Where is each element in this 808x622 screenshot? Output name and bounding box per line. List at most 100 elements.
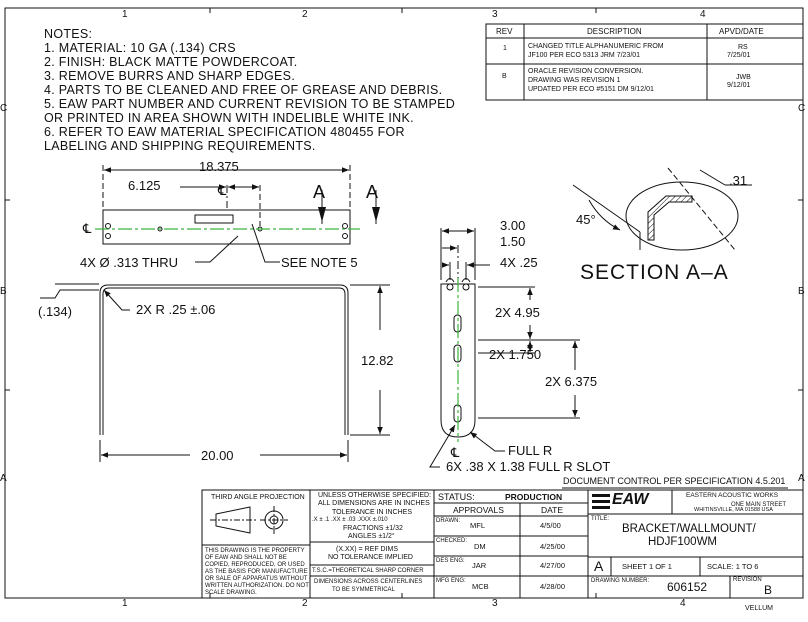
- dim-hole-offset: 6.125: [128, 178, 161, 193]
- drawing-title-2: HDJF100WM: [648, 536, 718, 548]
- eaw-logo-text: EAW: [612, 491, 649, 508]
- company-addr-2: WHITINSVILLE, MA 01588 USA: [694, 507, 773, 513]
- status-value: PRODUCTION: [505, 492, 563, 502]
- rev-row-2-desc3: UPDATED PER ECO #5151 DM 9/12/01: [528, 86, 654, 93]
- dim-overall-flange: 18.375: [199, 159, 239, 174]
- callout-slot: 6X .38 X 1.38 FULL R SLOT: [446, 459, 611, 474]
- dim-hole-spacing: 4X .25: [500, 255, 538, 270]
- prop-6: WRITTEN AUTHORIZATION. DO NOT: [205, 583, 309, 589]
- callout-holes: 4X Ø .313 THRU: [80, 255, 179, 270]
- note-6-cont: LABELING AND SHIPPING REQUIREMENTS.: [44, 139, 316, 153]
- prop-4: AS THE BASIS FOR MANUFACTURE: [205, 569, 308, 575]
- dim-section-thk: .31: [729, 173, 748, 188]
- rev-row-2-desc2: DRAWING WAS REVISION 1: [528, 77, 621, 84]
- centerline-top: ℄: [218, 183, 227, 198]
- centerline-side: ℄: [451, 445, 460, 460]
- zone-bottom-2: 2: [302, 598, 308, 609]
- title-block-lines: [201, 489, 804, 599]
- tol-4: ANGLES ±1/2°: [348, 533, 395, 540]
- zone-top-3: 3: [492, 9, 498, 20]
- mfgeng-label: MFG ENG:: [436, 578, 466, 584]
- rev-row-1-apvd1: RS: [738, 44, 748, 51]
- section-title: SECTION A–A: [580, 261, 729, 284]
- note-4: 4. PARTS TO BE CLEANED AND FREE OF GREAS…: [44, 83, 443, 97]
- deseng-who: JAR: [472, 561, 487, 570]
- date-header: DATE: [541, 505, 564, 515]
- across-2: TO BE SYMMETRICAL: [332, 587, 395, 593]
- zone-right-c: C: [798, 103, 806, 114]
- tol-2: .X ± .1 .XX ± .03 .XXX ±.010: [312, 517, 388, 523]
- revision-block-lines: [485, 23, 804, 101]
- prop-3: COPIED, REPRODUCED, OR USED: [205, 562, 305, 568]
- top-view: [102, 165, 351, 245]
- zone-top-4: 4: [700, 9, 706, 20]
- across-1: DIMENSIONS ACROSS CENTERLINES: [314, 579, 423, 585]
- zone-top-1: 1: [122, 9, 128, 20]
- section-view: [572, 167, 739, 251]
- mfgeng-date: 4/28/00: [540, 582, 566, 591]
- front-view: [99, 284, 390, 462]
- side-view: [440, 228, 580, 438]
- zone-left-b: B: [0, 286, 7, 297]
- zone-bottom-4: 4: [680, 598, 686, 609]
- vellum-label: VELLUM: [745, 605, 774, 612]
- rev-header-rev: REV: [496, 27, 513, 36]
- ref-2: NO TOLERANCE IMPLIED: [328, 554, 413, 561]
- zone-top-2: 2: [302, 9, 308, 20]
- drawing-title-1: BRACKET/WALLMOUNT/: [622, 523, 756, 535]
- checked-who: DM: [474, 542, 486, 551]
- unless-2: ALL DIMENSIONS ARE IN INCHES: [318, 500, 430, 507]
- approvals-header: APPROVALS: [453, 505, 504, 515]
- dim-width: 20.00: [201, 448, 234, 463]
- rev-row-2-apvd1: JWB: [736, 74, 751, 81]
- checked-date: 4/25/00: [540, 542, 566, 551]
- dim-side-width: 3.00: [500, 218, 526, 233]
- tol-1: TOLERANCE IN INCHES: [332, 509, 412, 516]
- rev-row-1-rev: 1: [503, 45, 507, 52]
- projection-symbol: [210, 506, 288, 534]
- note-5-cont: OR PRINTED IN AREA SHOWN WITH INDELIBLE …: [44, 111, 414, 125]
- zone-bottom-1: 1: [122, 598, 128, 609]
- drawing-number: 606152: [667, 580, 708, 594]
- company-name: EASTERN ACOUSTIC WORKS: [686, 492, 779, 499]
- centerline-left: ℄: [83, 221, 92, 236]
- rev-row-1-desc1: CHANGED TITLE ALPHANUMERIC FROM: [528, 43, 664, 50]
- revision-label: REVISION: [733, 577, 762, 583]
- section-hatch: [647, 195, 693, 241]
- prop-2: OF EAW AND SHALL NOT BE: [205, 555, 287, 561]
- third-angle-label: THIRD ANGLE PROJECTION: [211, 494, 305, 501]
- prop-5: OR SALE OF APPARATUS WITHOUT: [205, 576, 308, 582]
- note-6: 6. REFER TO EAW MATERIAL SPECIFICATION 4…: [44, 125, 405, 139]
- revision-value: B: [764, 583, 773, 597]
- ref-1: (X.XX) = REF DIMS: [336, 546, 399, 553]
- tol-3: FRACTIONS ±1/32: [343, 525, 403, 532]
- note-3: 3. REMOVE BURRS AND SHARP EDGES.: [44, 69, 296, 83]
- callout-see-note-5: SEE NOTE 5: [281, 255, 358, 270]
- dim-slot-1750: 2X 1.750: [489, 347, 542, 362]
- note-1: 1. MATERIAL: 10 GA (.134) CRS: [44, 41, 236, 55]
- tsc-note: T.S.C.=THEORETICAL SHARP CORNER: [312, 568, 424, 574]
- eaw-logo: [592, 494, 610, 509]
- dim-angle: 45°: [576, 212, 596, 227]
- sheet-size: A: [594, 558, 604, 574]
- checked-label: CHECKED:: [436, 538, 468, 544]
- company-addr-1: ONE MAIN STREET: [731, 502, 787, 508]
- drawn-who: MFL: [470, 521, 485, 530]
- section-marker-a2: A: [366, 182, 379, 202]
- note-5: 5. EAW PART NUMBER AND CURRENT REVISION …: [44, 97, 456, 111]
- rev-row-1-desc2: JF100 PER ECO 5313 JRM 7/23/01: [528, 52, 641, 59]
- sheet-count: SHEET 1 OF 1: [622, 562, 672, 571]
- zone-right-a: A: [798, 473, 805, 484]
- rev-row-1-apvd2: 7/25/01: [727, 52, 751, 59]
- dim-slot-6375: 2X 6.375: [545, 374, 598, 389]
- callout-radius: 2X R .25 ±.06: [136, 302, 216, 317]
- zone-left-c: C: [0, 103, 8, 114]
- notes-heading: NOTES:: [44, 27, 93, 41]
- zone-right-b: B: [798, 286, 805, 297]
- drawn-label: DRAWN:: [436, 518, 461, 524]
- section-marker-a1: A: [313, 182, 326, 202]
- dim-slot-495: 2X 4.95: [495, 305, 540, 320]
- doc-control: DOCUMENT CONTROL PER SPECIFICATION 4.5.2…: [563, 476, 786, 486]
